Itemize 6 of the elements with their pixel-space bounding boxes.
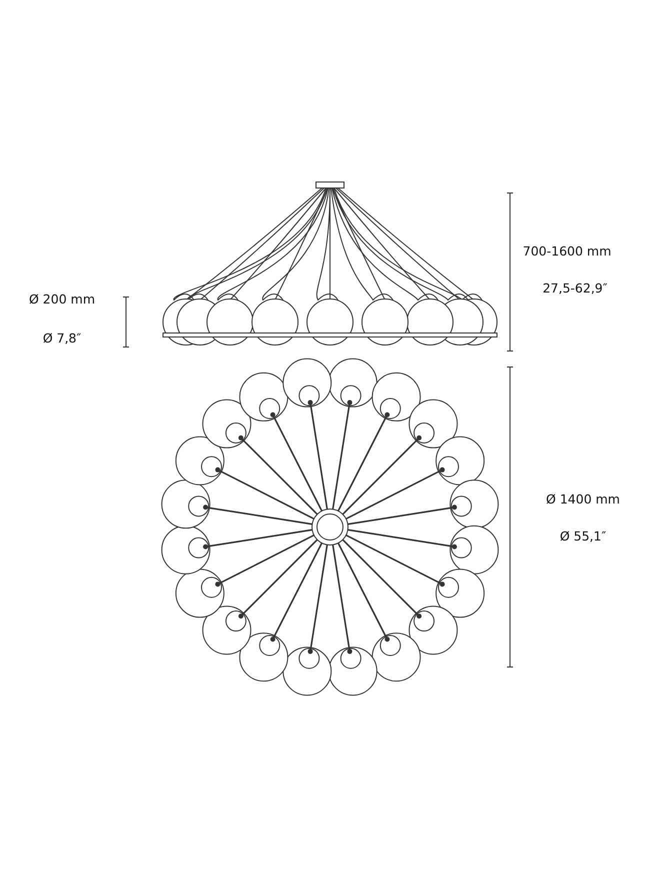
height-dimension-label: 27,5-62,9″ [542, 280, 608, 296]
globe-diameter-label: Ø 200 mm [29, 292, 95, 306]
globe-diameter-label: Ø 7,8″ [42, 330, 82, 346]
diameter-dimension-label: Ø 1400 mm [546, 492, 620, 506]
diameter-dimension-label: Ø 55,1″ [560, 528, 606, 544]
height-dimension-label: 700-1600 mm [522, 244, 612, 258]
